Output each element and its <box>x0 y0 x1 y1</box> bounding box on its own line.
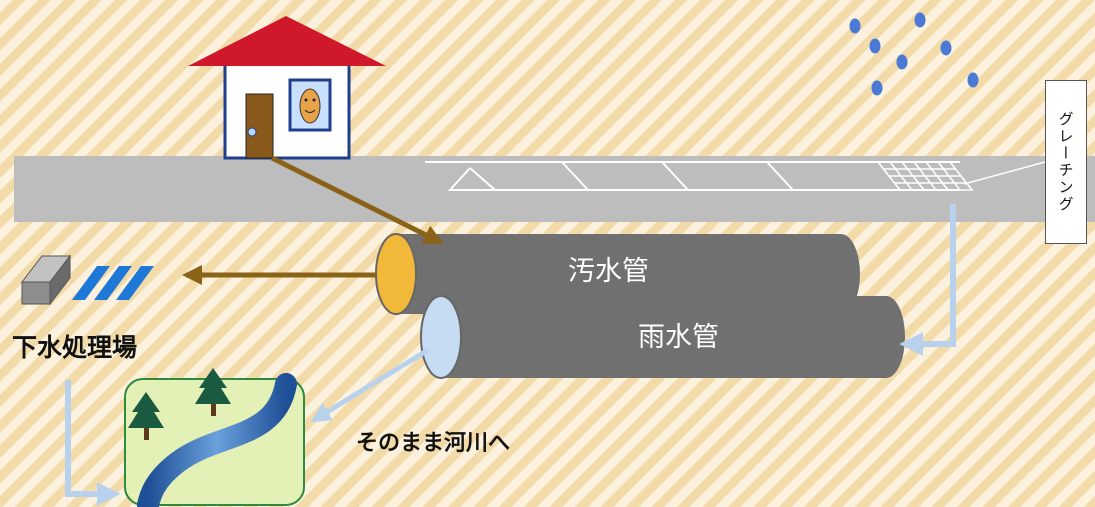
grating-callout: グレーチング <box>1045 80 1087 244</box>
road-markings <box>425 161 960 191</box>
rain-drops-icon <box>849 12 979 96</box>
to-river-label: そのまま河川へ <box>356 431 511 456</box>
rain-pipe-to-river-arrow <box>310 347 430 423</box>
house-to-sewage-arrow <box>270 155 444 245</box>
plant-to-river-arrow <box>65 380 121 506</box>
tree-icon <box>128 392 164 440</box>
grating-label: グレーチング <box>1056 111 1075 213</box>
treatment-plant-icon <box>20 254 154 306</box>
grating-to-rain-pipe-arrow <box>899 204 956 356</box>
grating-icon <box>876 161 974 191</box>
grating-callout-line <box>963 161 1046 185</box>
house-icon <box>188 16 386 160</box>
tree-icon <box>195 368 231 416</box>
rain-pipe-label: 雨水管 <box>638 322 719 353</box>
sewage-pipe-label: 汚水管 <box>568 256 649 287</box>
treatment-plant-label: 下水処理場 <box>12 333 138 362</box>
river-icon <box>124 368 305 507</box>
rain-pipe <box>420 295 905 379</box>
